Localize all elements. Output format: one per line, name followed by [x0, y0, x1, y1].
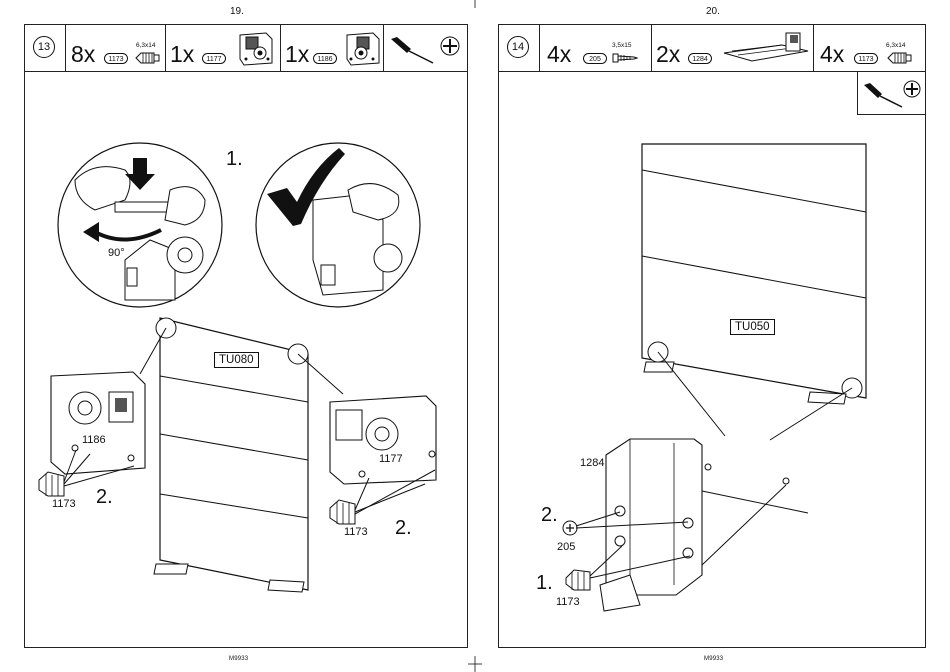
step-number: 14 — [507, 36, 529, 58]
tools-box — [857, 71, 925, 115]
screwdriver-icon — [862, 81, 906, 109]
panel-label: TU050 — [730, 319, 775, 335]
part-number: 1284 — [688, 53, 712, 64]
part-cell-1284: 2x 1284 — [652, 25, 814, 71]
part-cell-1173: 4x 1173 6,3x14 — [814, 25, 927, 71]
sub-step-number: 2. — [541, 504, 558, 527]
screw-icon — [612, 52, 638, 64]
screw-label: 1173 — [556, 596, 580, 608]
part-spec: 6,3x14 — [886, 42, 906, 49]
footer-code: M9933 — [704, 656, 723, 662]
step-cell: 14 — [499, 25, 540, 71]
page-number: 20. — [706, 6, 720, 17]
parts-header: 14 4x 205 3,5x15 2x 1284 — [499, 25, 925, 72]
part-quantity: 4x — [820, 42, 844, 66]
rail-bracket-icon — [722, 31, 810, 67]
part-spec: 3,5x15 — [612, 42, 632, 49]
part-label: 1284 — [580, 457, 604, 469]
phillips-bit-icon — [902, 79, 922, 99]
part-quantity: 2x — [656, 42, 680, 66]
dowel-icon — [886, 51, 912, 65]
panel-tu050 — [630, 140, 880, 410]
part-number: 1173 — [854, 53, 878, 64]
part-quantity: 4x — [547, 42, 571, 66]
part-number: 205 — [583, 53, 607, 64]
part-cell-205: 4x 205 3,5x15 — [540, 25, 652, 71]
dowel-1173-drawing — [562, 540, 702, 590]
sub-step-number: 1. — [536, 572, 553, 595]
